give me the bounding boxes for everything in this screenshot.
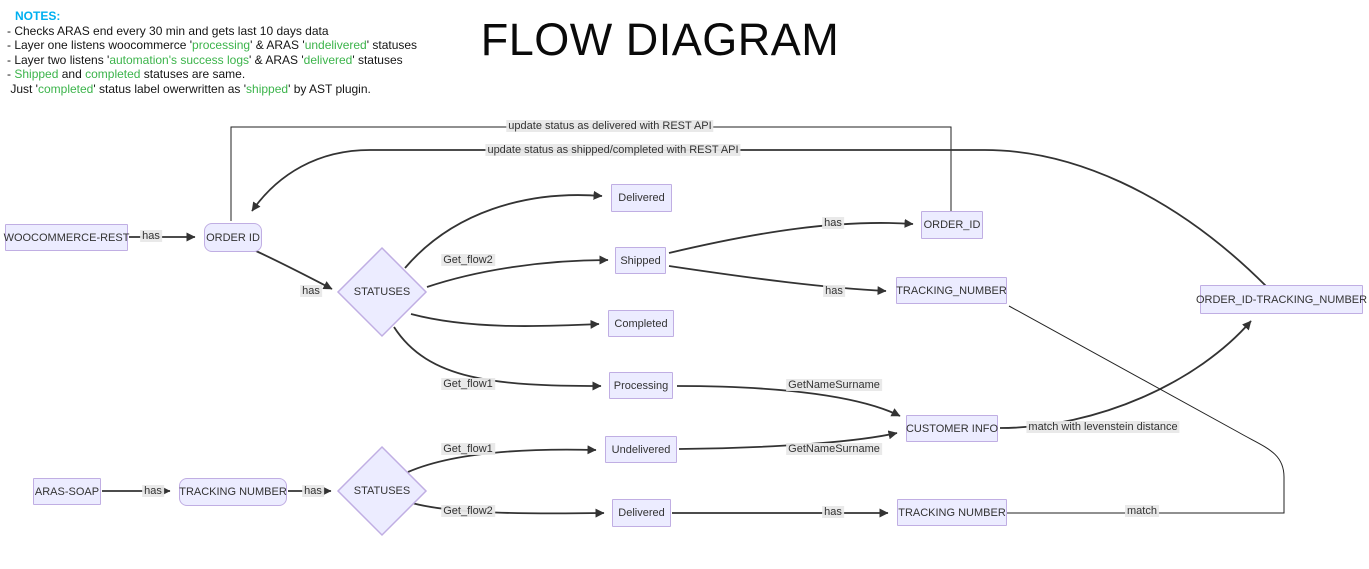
node-tracking-number-3: TRACKING NUMBER xyxy=(897,499,1007,526)
node-woocommerce-rest: WOOCOMMERCE-REST xyxy=(4,224,129,251)
note-segment: statuses are same. xyxy=(140,67,246,82)
edge-shipped--order-id-2 xyxy=(668,218,914,254)
node-undelivered: Undelivered xyxy=(605,436,677,463)
node-shipped: Shipped xyxy=(615,247,666,274)
page-title: FLOW DIAGRAM xyxy=(480,14,840,65)
edge-label-customer-info--order-id-tracking-number: match with levenstein distance xyxy=(1026,421,1180,433)
edge-label-order-id-tracking-number--order-id: update status as shipped/completed with … xyxy=(485,144,741,156)
note-segment: ' statuses xyxy=(366,38,418,53)
note-segment: - Checks ARAS end every 30 min and gets … xyxy=(7,23,329,38)
note-segment: - xyxy=(7,67,15,82)
node-delivered-1: Delivered xyxy=(611,184,672,212)
note-segment: ' status label owerwritten as ' xyxy=(93,81,247,96)
node-order-id-2: ORDER_ID xyxy=(921,211,983,239)
edge-label-order-id-2--order-id: update status as delivered with REST API xyxy=(506,120,714,132)
note-segment: - Layer one listens woocommerce ' xyxy=(7,38,193,53)
note-line-3: - Layer two listens 'automation's succes… xyxy=(7,53,417,68)
node-statuses-1: STATUSES xyxy=(353,286,411,298)
edge-tracking-number-3--tracking-number-2 xyxy=(1007,305,1285,514)
edge-statuses-1--completed xyxy=(410,313,600,329)
edge-label-processing--customer-info: GetNameSurname xyxy=(786,379,882,391)
note-segment: and xyxy=(58,67,86,82)
edge-label-statuses-1--processing: Get_flow1 xyxy=(441,378,495,390)
note-line-5: Just 'completed' status label owerwritte… xyxy=(7,82,417,97)
note-line-4: - Shipped and completed statuses are sam… xyxy=(7,67,417,82)
node-delivered-2: Delivered xyxy=(612,499,671,527)
note-segment-green: undelivered xyxy=(304,38,367,53)
edge-label-undelivered--customer-info: GetNameSurname xyxy=(786,443,882,455)
note-line-0: NOTES: xyxy=(15,9,417,24)
note-line-1: - Checks ARAS end every 30 min and gets … xyxy=(7,24,417,39)
edge-label-aras-soap--tracking-number-1: has xyxy=(142,485,164,497)
note-line-2: - Layer one listens woocommerce 'process… xyxy=(7,38,417,53)
note-segment: ' by AST plugin. xyxy=(288,81,371,96)
node-tracking-number-1: TRACKING NUMBER xyxy=(179,478,287,506)
node-order-id-tracking-number: ORDER_ID-TRACKING_NUMBER xyxy=(1196,285,1367,314)
note-segment-green: automation's success logs xyxy=(109,52,250,67)
edge-order-id-tracking-number--order-id xyxy=(251,149,1267,287)
note-segment: ' statuses xyxy=(352,52,403,67)
edge-statuses-1--delivered-1 xyxy=(404,190,603,269)
node-shape-statuses-2 xyxy=(336,445,428,537)
note-segment: - Layer two listens ' xyxy=(7,52,110,67)
note-segment: Just ' xyxy=(7,81,38,96)
edge-order-id--statuses-1 xyxy=(255,250,333,290)
node-aras-soap: ARAS-SOAP xyxy=(33,478,101,505)
note-segment: ' & ARAS ' xyxy=(250,38,305,53)
edge-statuses-1--processing xyxy=(393,326,602,391)
edge-label-statuses-1--shipped: Get_flow2 xyxy=(441,254,495,266)
edge-label-order-id--statuses-1: has xyxy=(300,285,322,297)
note-segment-green: shipped xyxy=(246,81,289,96)
node-order-id: ORDER ID xyxy=(204,223,262,252)
node-processing: Processing xyxy=(609,372,673,399)
edge-label-tracking-number-3--tracking-number-2: match xyxy=(1125,505,1159,517)
note-segment-blue: NOTES: xyxy=(15,9,61,23)
node-customer-info: CUSTOMER INFO xyxy=(906,415,998,442)
edge-label-tracking-number-1--statuses-2: has xyxy=(302,485,324,497)
edge-label-statuses-2--delivered-2: Get_flow2 xyxy=(441,505,495,517)
edge-label-delivered-2--tracking-number-3: has xyxy=(822,506,844,518)
edge-processing--customer-info xyxy=(676,385,901,417)
node-statuses-2: STATUSES xyxy=(353,485,411,497)
edge-label-statuses-2--undelivered: Get_flow1 xyxy=(441,443,495,455)
edge-shipped--tracking-number-2 xyxy=(668,265,887,296)
note-segment-green: processing xyxy=(192,38,251,53)
edge-statuses-1--shipped xyxy=(426,255,609,288)
note-segment-green: Shipped xyxy=(14,67,59,82)
node-completed: Completed xyxy=(608,310,674,337)
note-segment-green: completed xyxy=(85,67,141,82)
edge-label-woocommerce-rest--order-id: has xyxy=(140,230,162,242)
edge-label-shipped--order-id-2: has xyxy=(822,217,844,229)
note-segment-green: completed xyxy=(37,81,94,96)
edge-label-shipped--tracking-number-2: has xyxy=(823,285,845,297)
note-segment-green: delivered xyxy=(303,52,353,67)
node-tracking-number-2: TRACKING_NUMBER xyxy=(896,277,1007,304)
notes: NOTES:- Checks ARAS end every 30 min and… xyxy=(7,9,417,97)
node-shape-statuses-1 xyxy=(336,246,428,338)
edge-statuses-2--delivered-2 xyxy=(411,502,605,518)
note-segment: ' & ARAS ' xyxy=(249,52,304,67)
